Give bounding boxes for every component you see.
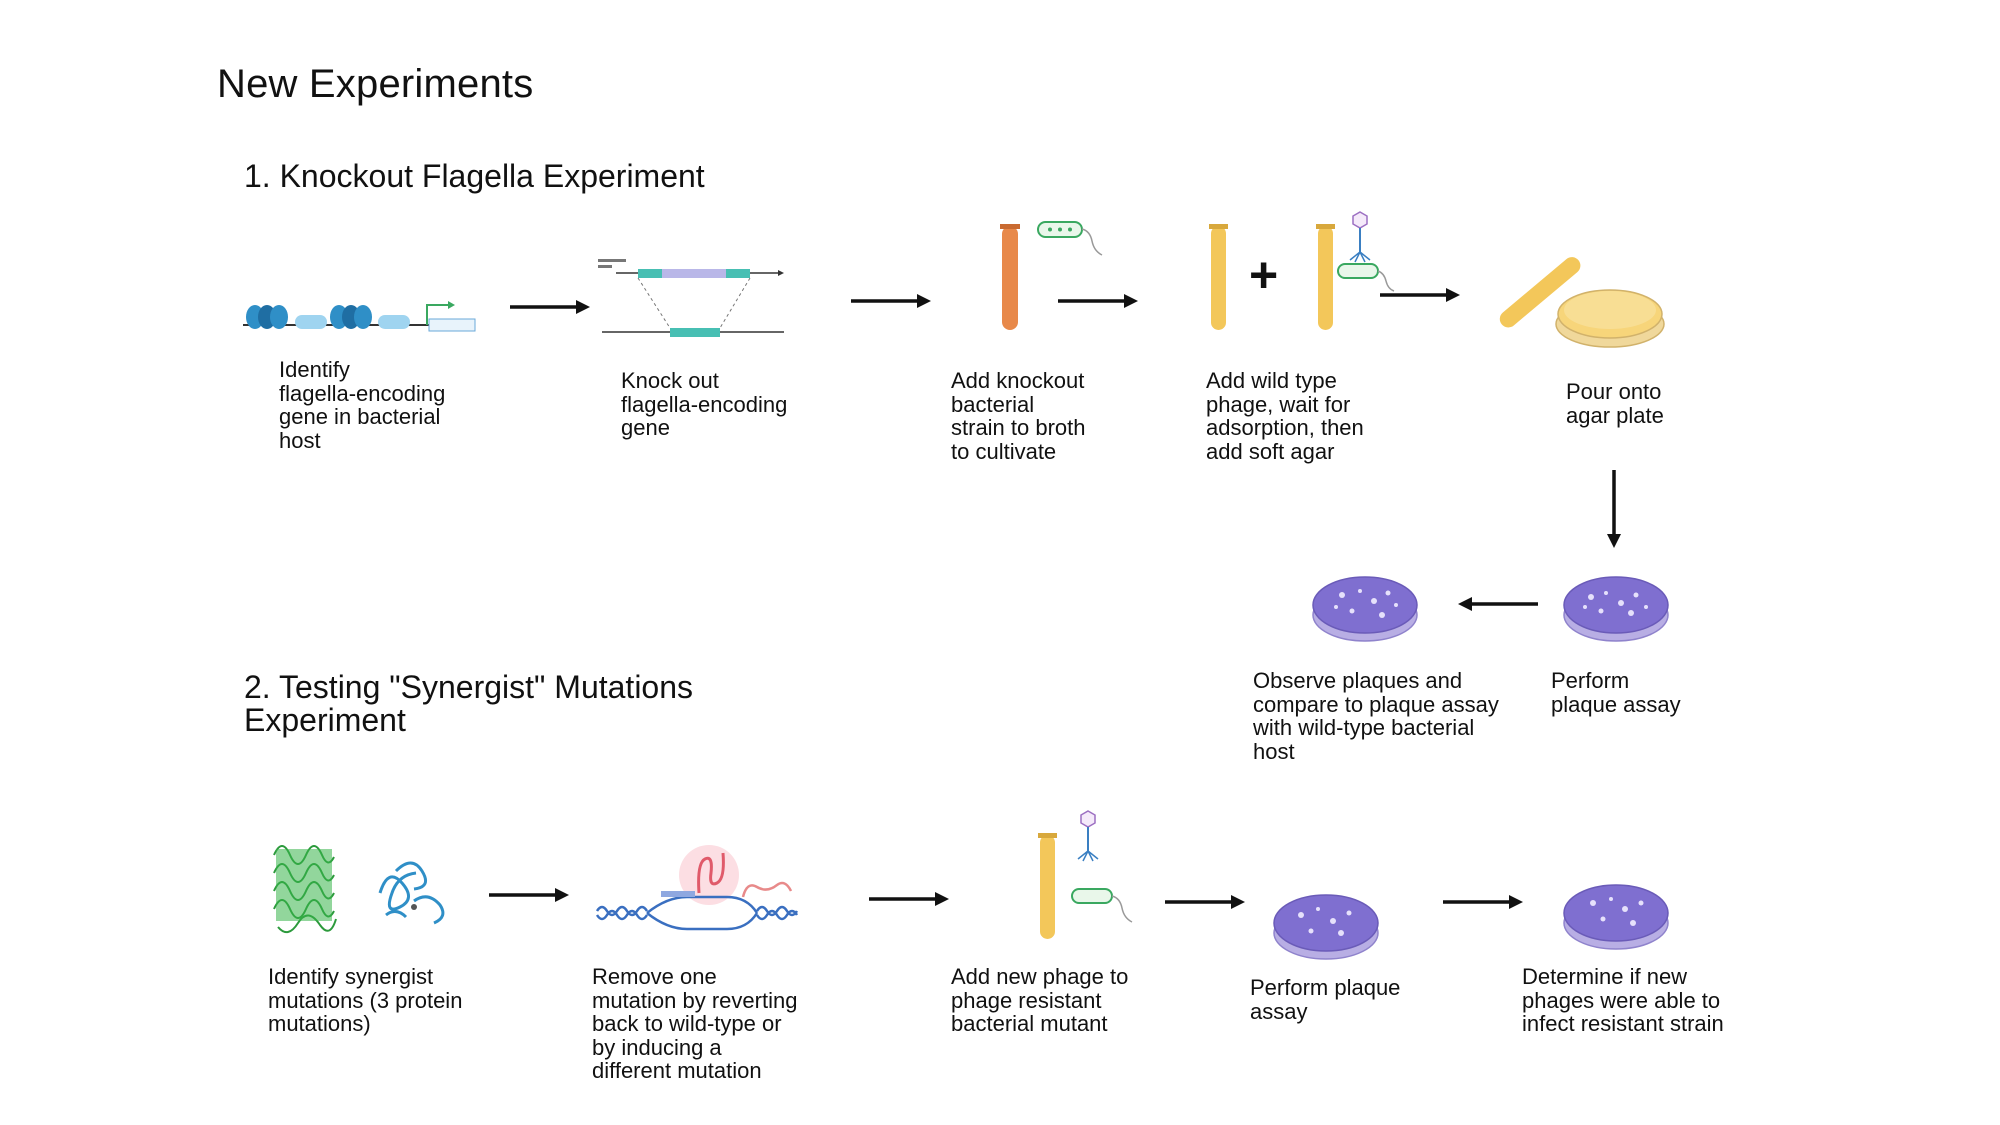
step-caption: Knock out flagella-encoding gene: [621, 368, 788, 440]
dna-mutation-icon: [595, 845, 799, 931]
step-caption: Add knockout bacterial strain to broth t…: [951, 368, 1086, 464]
step-caption: Identify synergist mutations (3 protein …: [268, 964, 463, 1036]
flow-arrow: [1165, 895, 1245, 909]
flow-arrow: [1443, 895, 1523, 909]
agar-plate-pour-icon: [1499, 257, 1665, 348]
step-caption: Perform plaque assay: [1250, 975, 1401, 1024]
flow-arrow: [851, 294, 931, 308]
tube-plus-phage-icon: [1209, 211, 1395, 330]
step-caption: Add wild type phage, wait for adsorption…: [1206, 368, 1364, 464]
page-title: New Experiments: [217, 62, 534, 106]
result-plate-icon: [1563, 884, 1669, 950]
step-caption: Add new phage to phage resistant bacteri…: [951, 964, 1129, 1036]
flow-arrow-left: [1458, 597, 1538, 611]
tube-phage-bacterium-icon: [1038, 810, 1133, 939]
step-caption: Perform plaque assay: [1551, 668, 1681, 717]
protein-structures-icon: [273, 845, 445, 934]
chromatin-gene-icon: [243, 301, 476, 332]
plaque-plate-icon: [1273, 894, 1379, 960]
step-caption: Pour onto agar plate: [1566, 379, 1664, 428]
observe-plaques-plate-icon: [1312, 576, 1418, 642]
step-caption: Observe plaques and compare to plaque as…: [1253, 668, 1499, 764]
flow-arrow: [1380, 288, 1460, 302]
flow-arrow: [489, 888, 569, 902]
broth-tube-bacterium-icon: [1000, 221, 1103, 330]
experiment2-heading: 2. Testing "Synergist" Mutations Experim…: [244, 669, 694, 738]
flow-arrow: [869, 892, 949, 906]
gene-knockout-icon: [598, 259, 784, 337]
step-caption: Identify flagella-encoding gene in bacte…: [279, 357, 446, 453]
step-caption: Remove one mutation by reverting back to…: [592, 964, 798, 1083]
plus-sign: +: [1249, 247, 1279, 303]
step-caption: Determine if new phages were able to inf…: [1522, 964, 1724, 1036]
experiment1-heading: 1. Knockout Flagella Experiment: [244, 158, 705, 194]
flow-arrow: [510, 300, 590, 314]
flow-arrow: [1058, 294, 1138, 308]
flow-arrow-down: [1607, 470, 1621, 548]
plaque-plate-icon: [1563, 576, 1669, 642]
